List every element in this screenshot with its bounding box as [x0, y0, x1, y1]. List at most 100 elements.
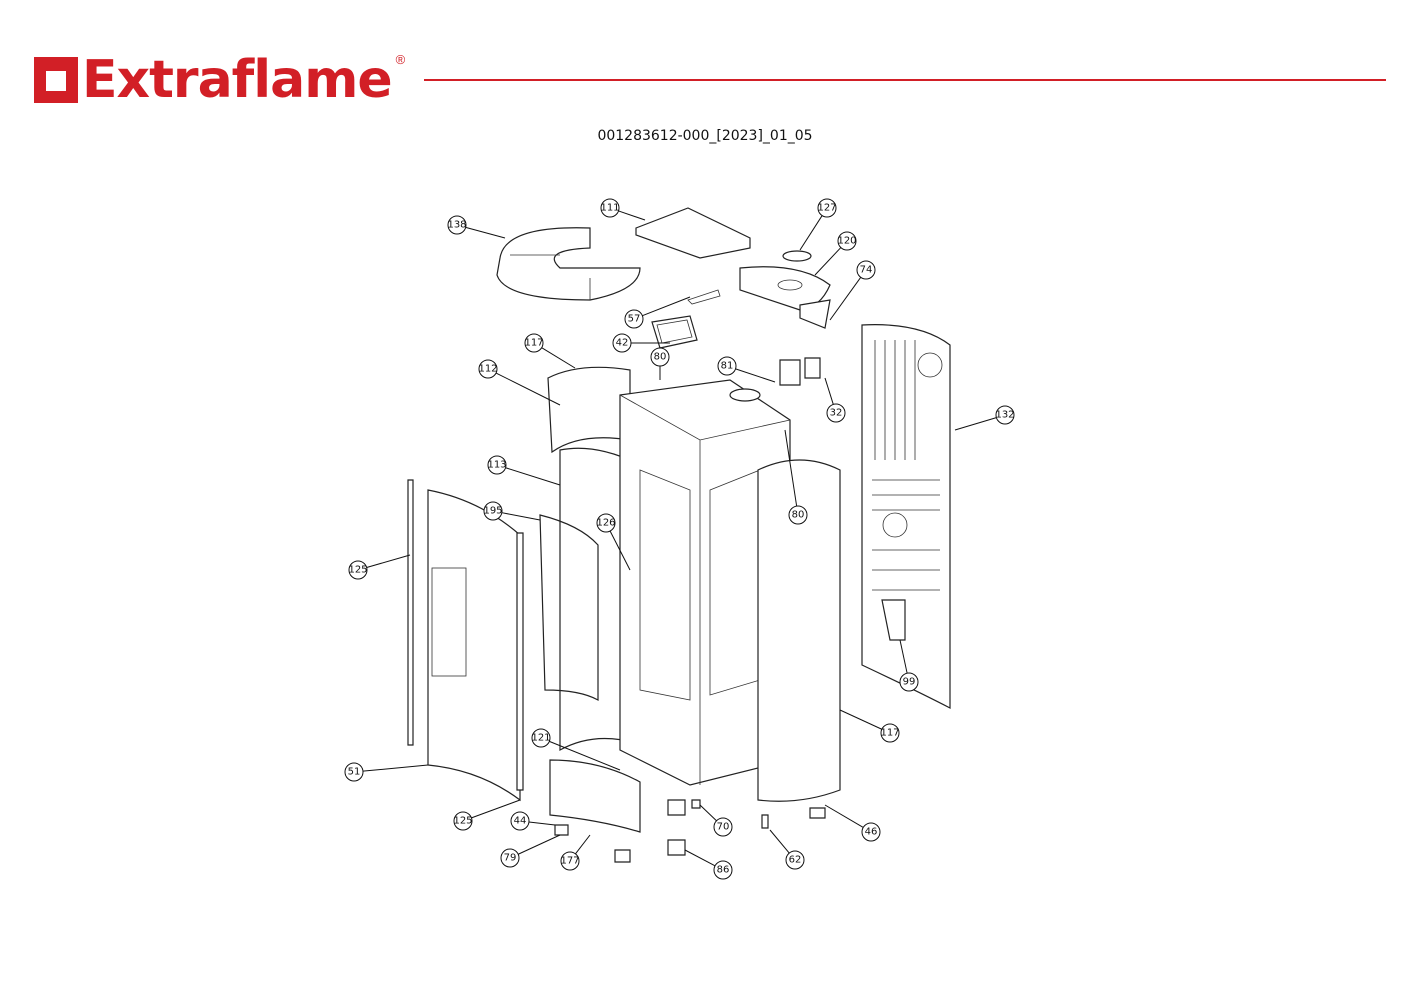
callout-99: 99	[899, 639, 919, 692]
callout-number: 42	[616, 338, 629, 349]
callout-bubble	[624, 309, 644, 329]
callout-125: 125	[453, 799, 521, 831]
callout-bubble	[713, 817, 733, 837]
callout-number: 117	[880, 728, 899, 739]
part-top-ring	[496, 227, 641, 301]
callout-46: 46	[824, 804, 881, 842]
callout-57: 57	[624, 296, 691, 329]
callout-number: 125	[453, 816, 472, 827]
callout-bubble	[788, 505, 808, 525]
callout-bubble	[826, 403, 846, 423]
callout-bubble	[612, 333, 632, 353]
leader-line	[517, 834, 561, 855]
callout-bubble	[856, 260, 876, 280]
callout-number: 132	[995, 410, 1014, 421]
callout-86: 86	[684, 849, 733, 880]
callout-132: 132	[954, 405, 1015, 431]
leader-line	[829, 277, 862, 321]
callout-bubble	[487, 455, 507, 475]
callout-number: 80	[792, 510, 805, 521]
registered-mark: ®	[395, 52, 406, 67]
leader-line	[839, 709, 883, 730]
brand-logo: Extraflame ®	[34, 50, 405, 110]
callout-bubble	[596, 513, 616, 533]
callout-62: 62	[769, 829, 805, 870]
leader-line	[471, 799, 521, 819]
callout-bubble	[880, 723, 900, 743]
leader-line	[575, 834, 591, 855]
leader-line	[824, 377, 834, 405]
callout-80: 80	[784, 429, 808, 525]
callout-bubble	[785, 850, 805, 870]
callout-bubble	[447, 215, 467, 235]
leader-line	[528, 821, 556, 826]
callout-bubble	[510, 811, 530, 831]
callout-74: 74	[829, 260, 876, 321]
leader-line	[899, 639, 908, 674]
callout-bubble	[713, 860, 733, 880]
header-rule	[424, 79, 1386, 81]
callout-number: 44	[514, 816, 527, 827]
document-code: 001283612-000_[2023]_01_05	[597, 128, 813, 144]
callout-bubble	[483, 501, 503, 521]
callout-bubble	[531, 728, 551, 748]
part-disc	[782, 250, 812, 262]
callout-number: 117	[524, 338, 543, 349]
callout-32: 32	[824, 377, 846, 423]
callout-138: 138	[447, 215, 506, 239]
callout-bubble	[524, 333, 544, 353]
callout-number: 74	[860, 265, 873, 276]
callout-bubble	[348, 560, 368, 580]
callout-126: 126	[596, 513, 631, 571]
leader-line	[735, 368, 776, 383]
callout-number: 46	[865, 827, 878, 838]
callout-111: 111	[600, 198, 646, 221]
callout-bubble	[837, 231, 857, 251]
leader-line	[769, 829, 790, 854]
callout-70: 70	[699, 804, 733, 837]
callout-bubble	[861, 822, 881, 842]
callout-113: 113	[487, 455, 561, 486]
leader-line	[541, 347, 576, 369]
callout-number: 62	[789, 855, 802, 866]
callout-80: 80	[650, 347, 670, 380]
callout-number: 70	[717, 822, 730, 833]
callout-number: 99	[903, 677, 916, 688]
leader-line	[699, 804, 717, 822]
callout-number: 51	[348, 767, 361, 778]
callout-number: 111	[600, 203, 619, 214]
part-top-lid	[635, 207, 751, 259]
callout-number: 79	[504, 853, 517, 864]
callout-44: 44	[510, 811, 556, 831]
leader-line	[549, 740, 621, 771]
leader-line	[505, 467, 561, 486]
callout-120: 120	[814, 231, 857, 276]
callout-195: 195	[483, 501, 541, 521]
callout-bubble	[995, 405, 1015, 425]
logo-mark-icon	[34, 57, 78, 103]
part-door-glass-125	[427, 489, 521, 802]
callout-number: 57	[628, 314, 641, 325]
callout-121: 121	[531, 728, 621, 771]
callout-number: 113	[487, 460, 506, 471]
brand-name: Extraflame	[82, 50, 393, 110]
callout-number: 125	[348, 565, 367, 576]
leader-line	[954, 417, 997, 431]
callout-bubble	[817, 198, 837, 218]
callout-number: 112	[478, 364, 497, 375]
callout-number: 195	[483, 506, 502, 517]
callout-125: 125	[348, 554, 411, 580]
leader-line	[501, 512, 541, 521]
callout-bubble	[500, 848, 520, 868]
callout-bubble	[478, 359, 498, 379]
callout-number: 126	[596, 518, 615, 529]
leader-line	[824, 804, 864, 828]
part-handle-195	[539, 514, 599, 702]
leader-line	[618, 210, 646, 221]
callout-79: 79	[500, 834, 561, 868]
callout-number: 32	[830, 408, 843, 419]
callout-bubble	[344, 762, 364, 782]
callout-bubble	[600, 198, 620, 218]
